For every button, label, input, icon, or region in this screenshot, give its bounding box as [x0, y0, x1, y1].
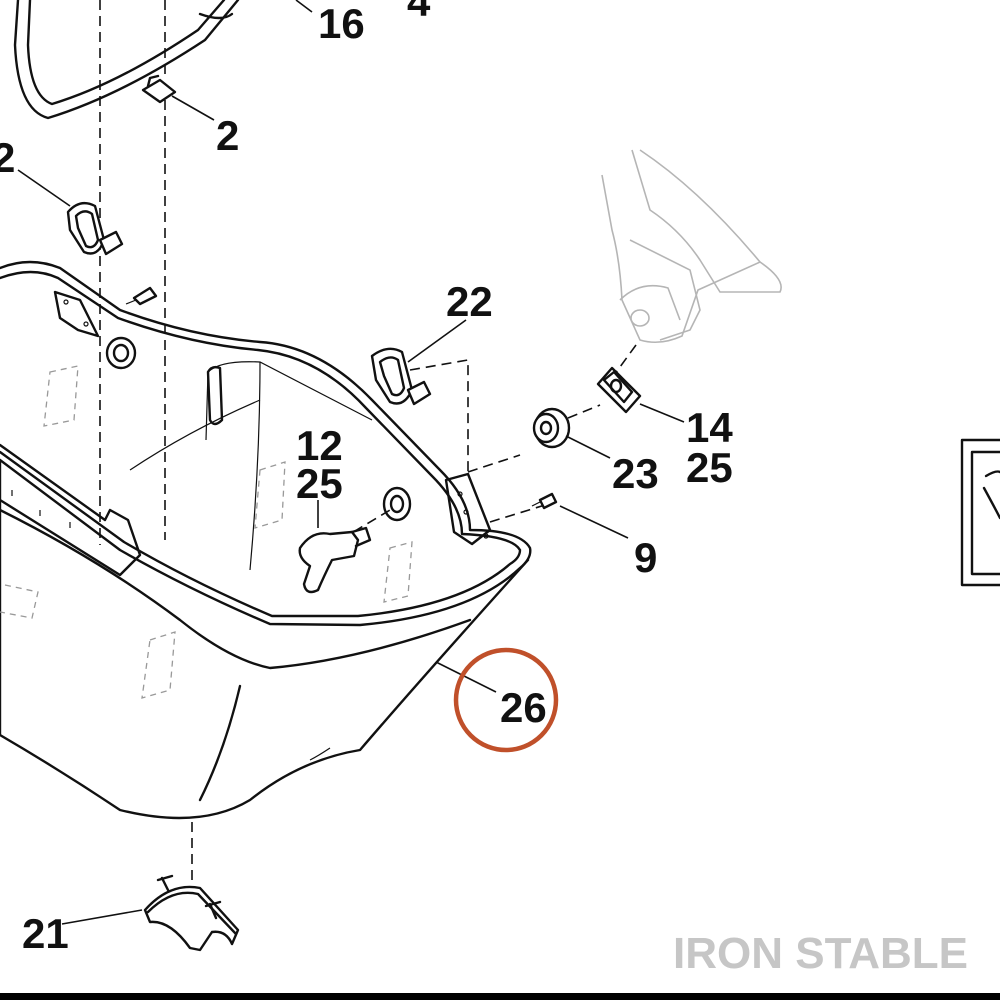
bottom-bracket-21 — [143, 874, 240, 952]
screw-9 — [531, 492, 558, 510]
clip-part-2 — [141, 74, 177, 104]
callout-9: 9 — [634, 534, 657, 581]
saddlebag-lid-seal — [13, 0, 240, 120]
callout-16: 16 — [318, 0, 365, 47]
highlight-circle — [453, 647, 559, 753]
bottom-border — [0, 993, 1000, 1000]
saddlebag-body-26 — [0, 260, 532, 820]
callout-2: 2 — [216, 112, 239, 159]
callout-25-mid: 25 — [296, 460, 343, 507]
alignment-lines — [99, 0, 637, 890]
nut-plate-14 — [596, 366, 642, 414]
callout-25-right: 25 — [686, 444, 733, 491]
callout-26: 26 — [500, 684, 547, 731]
callout-2-left: 2 — [0, 134, 15, 181]
fender-mount-ghost — [601, 149, 782, 344]
latch-bracket-center — [370, 347, 432, 406]
callout-4: 4 — [407, 0, 431, 25]
latch-hardware-12 — [298, 486, 412, 594]
rubber-bushing-23 — [532, 407, 571, 449]
callout-14: 14 — [686, 404, 733, 451]
screw-left — [125, 286, 158, 306]
callout-12: 12 — [296, 422, 343, 469]
callout-21: 21 — [22, 910, 69, 957]
callout-23: 23 — [612, 450, 659, 497]
watermark: IRON STABLE — [673, 929, 968, 978]
leader-lines — [17, 0, 685, 925]
callout-22: 22 — [446, 278, 493, 325]
latch-bracket-left — [66, 201, 124, 256]
right-edge-thumbnail — [960, 438, 1000, 587]
